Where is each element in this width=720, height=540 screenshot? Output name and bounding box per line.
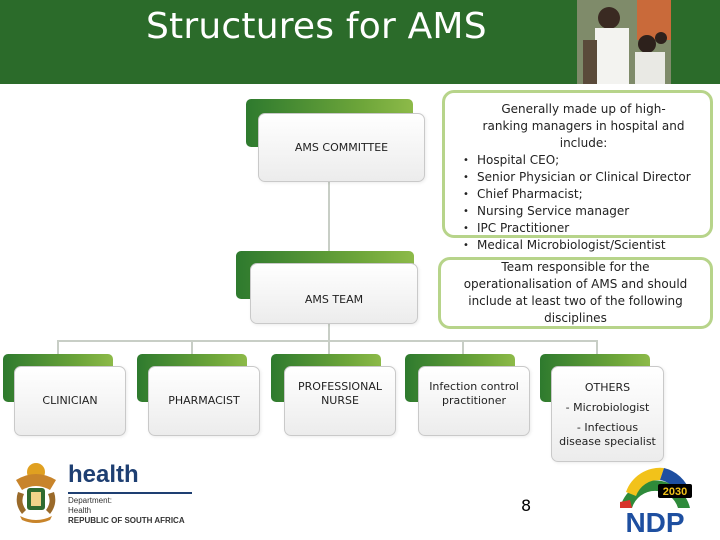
page-number: 8 (521, 496, 532, 515)
ndp-year: 2030 (663, 486, 687, 498)
header-photo (577, 0, 671, 84)
photo-image (577, 0, 671, 84)
ndp-2030-icon: 2030 NDP (620, 467, 692, 538)
others-title: OTHERS (584, 381, 631, 394)
connector-pharmacist (191, 340, 193, 354)
list-item: Chief Pharmacist; (463, 186, 710, 203)
slide-title: Structures for AMS (146, 6, 487, 47)
connector-committee-team (328, 180, 330, 252)
connector-nurse (328, 340, 330, 354)
nurse-label-line2: NURSE (321, 394, 359, 407)
connector-team-horizontal (57, 340, 598, 342)
health-underline (68, 492, 192, 494)
pharmacist-label: PHARMACIST (168, 394, 240, 407)
infection-label-line2: practitioner (441, 394, 507, 407)
title-bar: Structures for AMS (0, 0, 720, 84)
team-callout: Team responsible for the operationalisat… (438, 257, 713, 329)
dept-line-1: Department: (68, 496, 113, 505)
coat-of-arms-icon (16, 463, 56, 523)
connector-others (596, 340, 598, 354)
committee-intro: Generally made up of high-ranking manage… (482, 102, 685, 150)
dept-line-2: Health (68, 506, 92, 515)
connector-infection (462, 340, 464, 354)
ndp-logo: 2030 NDP (614, 462, 696, 538)
nurse-label-line1: PROFESSIONAL (298, 380, 382, 393)
nurse-box: PROFESSIONAL NURSE (284, 366, 396, 436)
dept-line-3: REPUBLIC OF SOUTH AFRICA (68, 516, 185, 525)
list-item: Hospital CEO; (463, 152, 710, 169)
list-item: IPC Practitioner (463, 220, 710, 237)
committee-label: AMS COMMITTEE (294, 140, 389, 154)
infection-box: Infection control practitioner (418, 366, 530, 436)
committee-member-list: Hospital CEO; Senior Physician or Clinic… (459, 152, 710, 254)
others-item-2: - Infectious (576, 421, 639, 434)
pharmacist-box: PHARMACIST (148, 366, 260, 436)
list-item: Medical Microbiologist/Scientist (463, 237, 710, 254)
list-item: Senior Physician or Clinical Director (463, 169, 710, 186)
others-box: OTHERS - Microbiologist - Infectious dis… (551, 366, 664, 462)
others-item-1: - Microbiologist (565, 401, 650, 414)
connector-clinician (57, 340, 59, 354)
clinician-label: CLINICIAN (42, 394, 98, 407)
health-logo-text: health Department: Health REPUBLIC OF SO… (68, 462, 192, 526)
team-box: AMS TEAM (250, 263, 418, 324)
others-item-3: disease specialist (559, 435, 656, 448)
connector-team-down (328, 322, 330, 342)
team-label: AMS TEAM (304, 292, 364, 306)
list-item: Nursing Service manager (463, 203, 710, 220)
team-description: Team responsible for the operationalisat… (463, 260, 688, 325)
infection-label-line1: Infection control (429, 380, 519, 393)
coat-of-arms-logo (10, 460, 62, 526)
committee-box: AMS COMMITTEE (258, 113, 425, 182)
ndp-text: NDP (625, 507, 684, 536)
committee-callout: Generally made up of high-ranking manage… (442, 90, 713, 254)
health-word: health (68, 461, 139, 488)
clinician-box: CLINICIAN (14, 366, 126, 436)
